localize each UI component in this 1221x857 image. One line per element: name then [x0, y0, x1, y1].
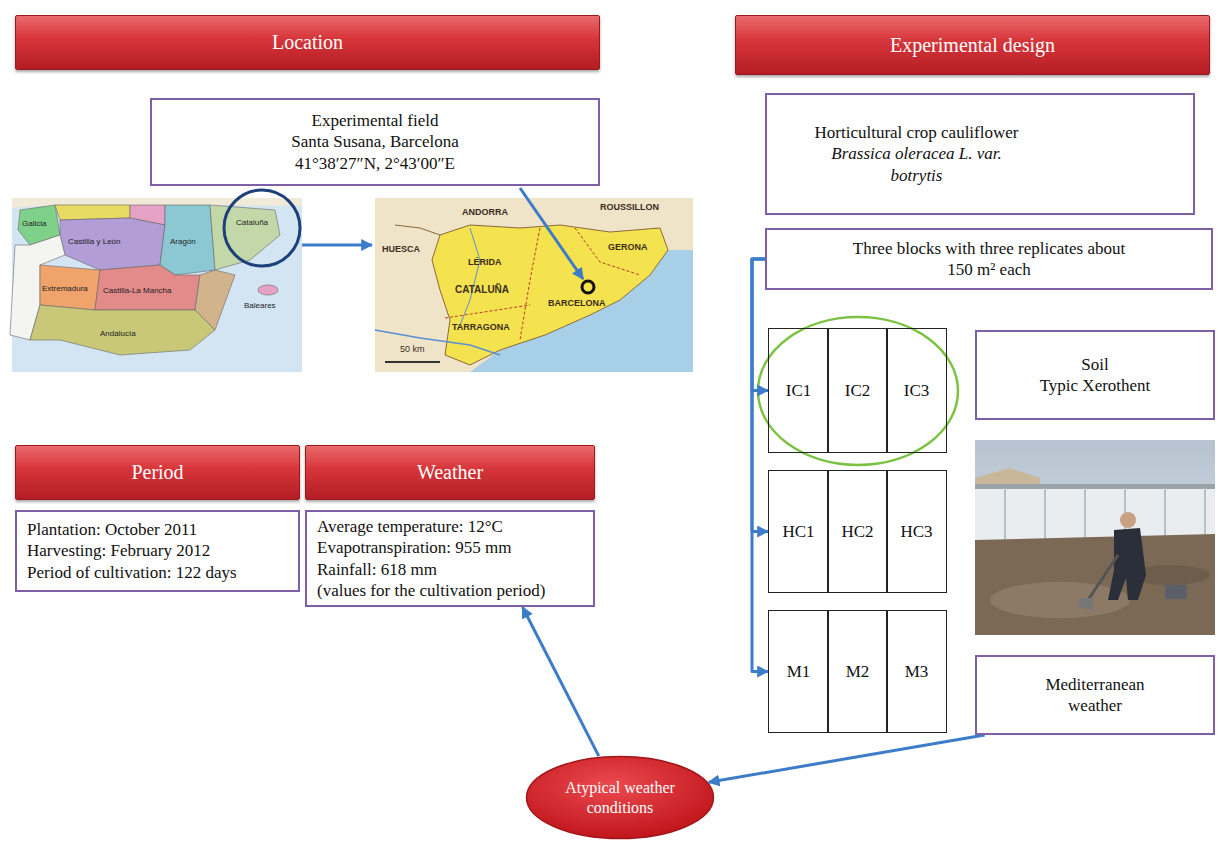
node-text: Brassica oleracea L. var. botrytis	[814, 143, 1019, 186]
node-text: Weather	[417, 460, 483, 485]
map-label: BARCELONA	[548, 299, 606, 308]
map-label: Aragón	[170, 238, 196, 246]
connector-arrow	[752, 259, 768, 532]
node-text: HC2	[841, 521, 873, 542]
location-box: Experimental fieldSanta Susana, Barcelon…	[150, 98, 600, 186]
node-text: Location	[272, 30, 343, 55]
map-label: Cataluña	[236, 219, 268, 227]
section-header: Period	[15, 445, 300, 500]
map-label: CATALUÑA	[455, 285, 509, 295]
map-label: 50 km	[400, 345, 425, 354]
map-label: Extremadura	[42, 285, 88, 293]
spain-map	[10, 190, 302, 372]
weather-box: Average temperature: 12°CEvapotranspirat…	[305, 510, 595, 607]
climate-box: Mediterranean weather	[975, 655, 1215, 735]
map-label: LÉRIDA	[468, 258, 502, 267]
plot-cell: HC1	[768, 470, 829, 593]
node-text: IC2	[845, 380, 871, 401]
node-text: 41°38′27″N, 2°43′00″E	[295, 153, 455, 174]
node-text: (values for the cultivation period)	[317, 580, 545, 601]
section-header: Weather	[305, 445, 595, 500]
highlight-ellipse	[758, 317, 958, 465]
field-photo	[975, 440, 1215, 635]
node-text: Experimental design	[890, 33, 1055, 58]
map-label: ANDORRA	[462, 208, 508, 217]
catalonia-map	[375, 198, 693, 372]
node-text: HC1	[782, 521, 814, 542]
map-label: Galicia	[22, 220, 46, 228]
connector-arrow	[523, 607, 599, 756]
node-text: Three blocks with three replicates about…	[839, 238, 1139, 281]
section-header: Location	[15, 15, 600, 70]
ellipse-shape	[527, 757, 714, 839]
crop-box: Horticultural crop cauliflowerBrassica o…	[765, 93, 1195, 215]
plot-cell: HC2	[827, 470, 888, 593]
node-text: Mediterranean weather	[1025, 674, 1165, 717]
pointer-arrow	[302, 244, 372, 247]
node-text: IC3	[904, 380, 930, 401]
map-label: ROUSSILLON	[600, 203, 659, 212]
highlight-circle	[224, 190, 300, 266]
condition-ellipse: Atypical weather conditions	[525, 755, 715, 840]
node-text: Harvesting: February 2012	[27, 540, 210, 561]
plot-cell: IC3	[886, 328, 947, 453]
node-text: Rainfall: 618 mm	[317, 559, 437, 580]
map-label: GERONA	[608, 243, 648, 252]
node-text: Period	[131, 460, 183, 485]
design-box: Three blocks with three replicates about…	[765, 228, 1213, 290]
node-text: Atypical weather conditions	[565, 778, 675, 818]
node-text: Evapotranspiration: 955 mm	[317, 537, 512, 558]
connector-arrow	[752, 259, 768, 672]
plot-cell: M2	[827, 610, 888, 733]
node-text: Plantation: October 2011	[27, 519, 197, 540]
map-label: Castilla-La Mancha	[103, 287, 171, 295]
plot-cell: HC3	[886, 470, 947, 593]
section-header: Experimental design	[735, 15, 1210, 75]
node-text: Typic Xerothent	[1040, 375, 1151, 396]
ellipse-outline	[525, 755, 715, 840]
pointer-arrow	[520, 188, 583, 279]
plot-cell: IC2	[827, 328, 888, 453]
node-text: M3	[905, 661, 929, 682]
scale-bar	[385, 361, 440, 363]
plot-cell: M1	[768, 610, 829, 733]
node-text: Average temperature: 12°C	[317, 516, 503, 537]
node-text: M2	[846, 661, 870, 682]
node-text: M1	[787, 661, 811, 682]
map-label: HUESCA	[382, 245, 420, 254]
map-label: Castilla y León	[68, 238, 120, 246]
map-label: Baleares	[244, 302, 276, 310]
node-text: Santa Susana, Barcelona	[291, 131, 459, 152]
node-text: Horticultural crop cauliflower	[815, 122, 1019, 143]
site-marker	[582, 281, 594, 293]
map-label: TARRAGONA	[452, 323, 510, 332]
plot-cell: M3	[886, 610, 947, 733]
node-text: Experimental field	[312, 110, 439, 131]
connector-arrow	[709, 735, 985, 782]
node-text: HC3	[900, 521, 932, 542]
map-label: Andalucía	[100, 330, 136, 338]
node-text: Period of cultivation: 122 days	[27, 562, 237, 583]
soil-box: SoilTypic Xerothent	[975, 330, 1215, 420]
node-text: IC1	[786, 380, 812, 401]
plot-cell: IC1	[768, 328, 829, 453]
period-box: Plantation: October 2011Harvesting: Febr…	[15, 510, 300, 592]
node-text: Soil	[1081, 354, 1108, 375]
